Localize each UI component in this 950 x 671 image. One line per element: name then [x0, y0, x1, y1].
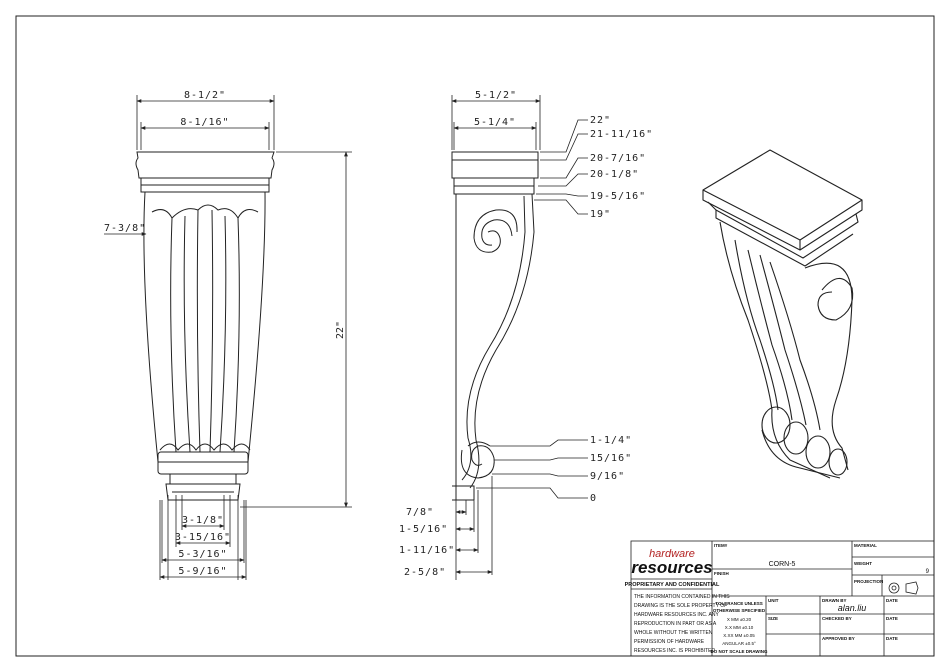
dim-side-b3: 1-11/16": [399, 545, 455, 556]
weight-label: WEIGHT: [854, 561, 872, 566]
dim-front-width-inner: 8-1/16": [180, 117, 229, 128]
side-scroll-top: [473, 209, 518, 253]
side-dimension-labels: 5-1/2" 5-1/4" 22" 21-11/16" 20-7/16" 20-…: [399, 90, 653, 578]
side-view: [451, 151, 539, 501]
dim-front-height: 22": [335, 321, 346, 339]
proprietary-line-4: REPRODUCTION IN PART OR AS A: [634, 621, 717, 627]
dim-side-b1: 7/8": [406, 507, 434, 518]
size-label: SIZE: [768, 616, 778, 621]
dim-front-left: 7-3/8": [104, 223, 146, 234]
weight-value: 9: [926, 569, 930, 575]
dim-side-r5: 19-5/16": [590, 191, 646, 202]
dim-side-r1: 22": [590, 115, 611, 126]
logo-bottom: resources: [631, 558, 712, 577]
material-label: MATERIAL: [854, 543, 877, 548]
dim-side-r6: 19": [590, 209, 611, 220]
dim-side-b2: 1-5/16": [399, 524, 448, 535]
dim-front-bottom-1: 3-1/8": [182, 515, 224, 526]
dim-side-r7: 1-1/4": [590, 435, 632, 446]
dim-side-b4: 2-5/8": [404, 567, 446, 578]
proprietary-line-6: PERMISSION OF HARDWARE: [634, 639, 705, 645]
proprietary-heading: PROPRIETARY AND CONFIDENTIAL: [625, 582, 720, 588]
dim-side-width-inner: 5-1/4": [474, 117, 516, 128]
drawn-by-label: DRAWN BY: [822, 598, 847, 603]
proprietary-line-2: DRAWING IS THE SOLE PROPERTY OF: [634, 603, 727, 609]
logo-top: hardware: [649, 548, 695, 560]
proprietary-line-7: RESOURCES INC. IS PROHIBITED: [634, 648, 716, 654]
proprietary-line-3: HARDWARE RESOURCES INC. ANY: [634, 612, 719, 618]
tolerance-line-2: OTHERWISE SPECIFIED: [713, 608, 766, 613]
dim-side-width-outer: 5-1/2": [475, 90, 517, 101]
drawn-by-value: alan.liu: [838, 603, 867, 613]
iso-volute: [804, 262, 853, 471]
dim-side-r9: 9/16": [590, 471, 625, 482]
tolerance-row-4: ANGULAR ±0.5°: [722, 641, 756, 646]
dim-side-r2: 21-11/16": [590, 129, 653, 140]
tolerance-line-1: TOLERANCE UNLESS: [715, 601, 762, 606]
side-scroll-bottom: [460, 445, 495, 479]
projection-label: PROJECTION: [854, 579, 883, 584]
proprietary-line-5: WHOLE WITHOUT THE WRITTEN: [634, 630, 713, 636]
sheet-border: [15, 15, 935, 657]
dim-front-width-outer: 8-1/2": [184, 90, 226, 101]
title-block: [630, 540, 935, 657]
iso-cap-top: [702, 149, 863, 241]
isometric-view: [702, 149, 863, 479]
item-label: ITEM#: [714, 543, 728, 548]
approved-by-label: APPROVED BY: [822, 636, 855, 641]
date-label-3: DATE: [886, 636, 898, 641]
dim-side-r8: 15/16": [590, 453, 632, 464]
front-base: [169, 473, 237, 485]
dim-front-bottom-4: 5-9/16": [178, 566, 227, 577]
side-scroll-outer: [469, 193, 535, 489]
side-dimensions: [451, 95, 588, 580]
front-dimensions: [104, 95, 352, 580]
front-dimension-labels: 8-1/2" 8-1/16" 7-3/8" 22" 3-1/8" 3-15/16…: [104, 90, 346, 577]
no-scale-note: DO NOT SCALE DRAWING: [711, 649, 768, 654]
dim-front-bottom-2: 3-15/16": [175, 532, 231, 543]
item-value: CORN-5: [769, 561, 796, 568]
unit-label: UNIT: [768, 598, 779, 603]
front-cap: [135, 151, 275, 179]
front-base-roll: [157, 451, 249, 475]
dim-side-r3: 20-7/16": [590, 153, 646, 164]
front-body: [143, 191, 266, 463]
dim-front-bottom-3: 5-3/16": [178, 549, 227, 560]
tolerance-row-1: X MM ±0.20: [727, 617, 752, 622]
dim-side-r4: 20-1/8": [590, 169, 639, 180]
iso-body-left: [719, 221, 831, 479]
finish-label: FINISH: [714, 571, 729, 576]
tolerance-row-3: X.XX MM ±0.05: [723, 633, 755, 638]
front-view: [135, 151, 275, 501]
iso-roll: [761, 406, 791, 444]
date-label-1: DATE: [886, 598, 898, 603]
dim-side-r10: 0: [590, 493, 597, 504]
title-block-text: hardware resources PROPRIETARY AND CONFI…: [625, 543, 930, 654]
tolerance-row-2: X.X MM ±0.10: [725, 625, 754, 630]
checked-by-label: CHECKED BY: [822, 616, 852, 621]
proprietary-line-1: THE INFORMATION CONTAINED IN THIS: [634, 594, 730, 600]
side-cap: [451, 151, 539, 179]
date-label-2: DATE: [886, 616, 898, 621]
